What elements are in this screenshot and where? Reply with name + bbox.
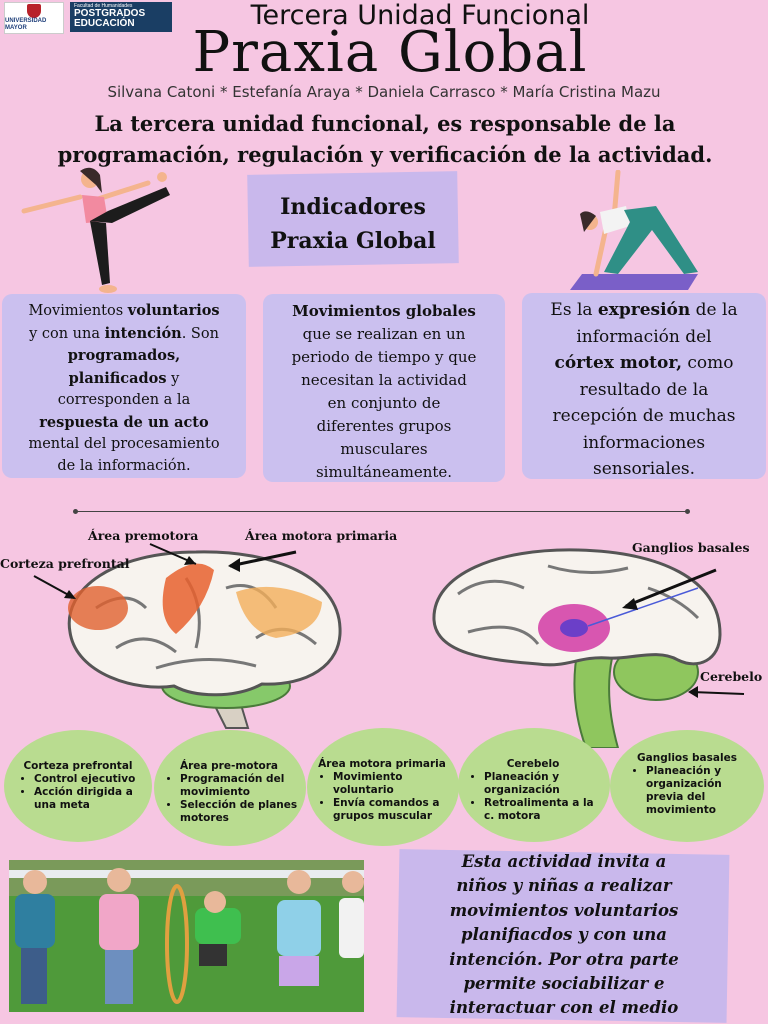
card1-text: de la información. <box>57 457 191 474</box>
label-primary-motor-area: Área motora primaria <box>245 528 398 543</box>
divider-dot <box>73 509 78 514</box>
card3-text: recepción de muchas <box>552 406 736 426</box>
lead-text: La tercera unidad funcional, es responsa… <box>10 108 760 170</box>
oval-title: Área pre-motora <box>180 760 278 772</box>
card1-text: y con una <box>29 325 105 342</box>
university-name: UNIVERSIDAD MAYOR <box>5 18 47 31</box>
oval-item: Planeación y organización previa del mov… <box>646 765 750 817</box>
indicators-line1: Indicadores <box>280 194 426 220</box>
activity-line: movimientos voluntarios <box>449 900 679 920</box>
card1-bold: intención <box>104 324 182 342</box>
faculty-name: Facultad de Humanidades <box>74 3 133 9</box>
authors: Silvana Catoni * Estefanía Araya * Danie… <box>107 83 661 101</box>
card-global-movements: Movimientos globales que se realizan en … <box>263 294 505 482</box>
lead-line1: La tercera unidad funcional, es responsa… <box>94 111 676 136</box>
oval-item: Retroalimenta a la c. motora <box>484 797 604 823</box>
oval-item: Planeación y organización <box>484 771 604 797</box>
activity-text: Esta actividad invita a niños y niñas a … <box>405 850 723 1021</box>
activity-line: planifiacdos y con una <box>461 925 667 945</box>
activity-line: interactuar con el medio <box>449 998 679 1018</box>
oval-item: Control ejecutivo <box>34 773 144 786</box>
activity-line: Esta actividad invita a <box>461 852 667 871</box>
card2-text: que se realizan en un <box>302 325 466 343</box>
page-title: Praxia Global <box>192 20 588 85</box>
card2-text: simultáneamente. <box>315 463 453 481</box>
oval-item: Selección de planes motores <box>180 799 300 825</box>
lead-line2: programación, regulación y verificación … <box>57 142 713 167</box>
oval-item: Movimiento voluntario <box>333 771 453 797</box>
oval-cerebellum: Cerebelo Planeación y organización Retro… <box>458 728 610 842</box>
card3-text: Es la <box>550 300 598 320</box>
oval-basal-ganglia: Ganglios basales Planeación y organizaci… <box>610 730 764 842</box>
activity-line: permite sociabilizar e <box>463 974 665 994</box>
oval-title: Área motora primaria <box>318 758 446 770</box>
card-motor-cortex: Es la expresión de la información del có… <box>522 293 766 479</box>
indicators-title: Indicadores Praxia Global <box>248 190 458 258</box>
card1-text: mental del procesamiento <box>28 436 220 452</box>
card1-text: corresponden a la <box>57 392 191 408</box>
children-playing-photo <box>9 860 364 1012</box>
header-subtitle: Tercera Unidad Funcional <box>250 0 590 31</box>
card2-bold: Movimientos globales <box>292 302 476 320</box>
card1-text: . Son <box>181 325 219 342</box>
program-line1: POSTGRADOS <box>74 8 146 19</box>
indicators-line2: Praxia Global <box>270 228 436 254</box>
card3-text: como <box>682 353 734 373</box>
card3-bold: córtex motor, <box>554 353 682 373</box>
divider <box>76 511 688 512</box>
shield-icon <box>27 4 41 18</box>
card3-bold: expresión <box>597 300 691 320</box>
card-voluntary-movements: Movimientos voluntarios y con una intenc… <box>2 294 246 478</box>
oval-premotor-area: Área pre-motora Programación del movimie… <box>154 730 306 846</box>
activity-line: niños y niñas a realizar <box>456 876 672 896</box>
card1-bold: planificados <box>68 369 167 387</box>
divider-dot <box>685 509 690 514</box>
oval-title: Corteza prefrontal <box>23 760 133 772</box>
card2-text: en conjunto de <box>327 394 441 412</box>
brain-lateral-image <box>56 548 356 733</box>
card1-bold: voluntarios <box>127 302 220 319</box>
activity-line: intención. Por otra parte <box>449 949 679 969</box>
card2-text: diferentes grupos <box>316 417 452 435</box>
logos: UNIVERSIDAD MAYOR Facultad de Humanidade… <box>4 2 172 34</box>
card1-bold: programados, <box>67 347 181 364</box>
label-premotor-area: Área premotora <box>88 528 199 543</box>
program-line2: EDUCACIÓN <box>74 18 135 29</box>
university-logo: UNIVERSIDAD MAYOR <box>4 2 64 34</box>
oval-prefrontal-cortex: Corteza prefrontal Control ejecutivo Acc… <box>4 730 152 842</box>
card1-text: Movimientos <box>28 303 128 319</box>
yoga-figure <box>566 170 716 292</box>
card3-text: información del <box>576 326 712 347</box>
card2-text: necesitan la actividad <box>301 371 467 389</box>
oval-item: Programación del movimiento <box>180 773 300 799</box>
card2-text: periodo de tiempo y que <box>291 348 477 366</box>
dancer-figure <box>20 165 180 295</box>
card2-text: musculares <box>340 440 428 458</box>
label-cerebellum: Cerebelo <box>700 669 763 684</box>
oval-item: Envía comandos a grupos muscular <box>333 797 453 823</box>
card3-text: de la <box>690 300 738 320</box>
card1-text: y <box>166 370 180 387</box>
oval-title: Cerebelo <box>506 758 560 770</box>
oval-item: Acción dirigida a una meta <box>34 786 144 812</box>
card3-text: informaciones <box>582 432 706 453</box>
card3-text: resultado de la <box>579 379 709 400</box>
faculty-logo: Facultad de Humanidades POSTGRADOS EDUCA… <box>70 2 172 32</box>
label-prefrontal-cortex: Corteza prefrontal <box>0 556 130 571</box>
oval-title: Ganglios basales <box>637 752 737 764</box>
oval-primary-motor-area: Área motora primaria Movimiento voluntar… <box>307 728 459 846</box>
card1-bold: respuesta de un acto <box>39 413 209 431</box>
brain-sagittal-image <box>428 548 728 748</box>
label-basal-ganglia: Ganglios basales <box>632 540 750 555</box>
card3-text: sensoriales. <box>592 459 696 479</box>
